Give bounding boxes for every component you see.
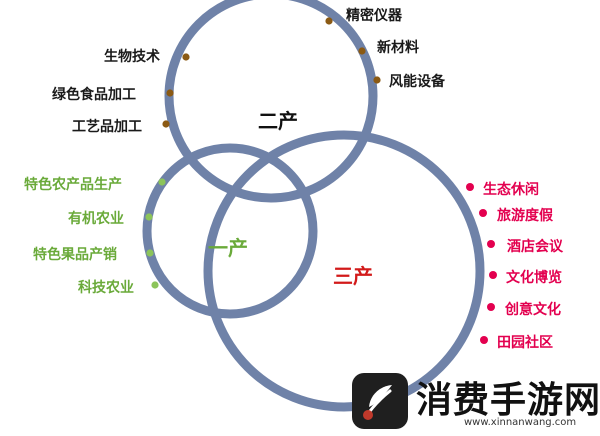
dot-organic: [145, 213, 153, 221]
dot-precision-instruments: [325, 17, 333, 25]
secondary-item: 绿色食品加工: [52, 87, 136, 103]
primary-item: 特色农产品生产: [24, 177, 122, 193]
dot-biotech: [182, 53, 190, 61]
tertiary-industry-label: 三产: [333, 264, 373, 288]
secondary-industry-label: 二产: [258, 109, 298, 133]
tertiary-item: 旅游度假: [497, 208, 553, 224]
secondary-industry-circle: [164, 0, 378, 203]
dot-tech-farming: [151, 281, 159, 289]
secondary-item: 生物技术: [104, 49, 160, 65]
primary-industry-label: 一产: [208, 236, 248, 260]
watermark-site-name: 消费手游网: [416, 379, 600, 421]
leaf-icon: [363, 385, 392, 420]
secondary-item: 精密仪器: [346, 8, 402, 24]
primary-item: 有机农业: [68, 211, 124, 227]
dot-rural-community: [480, 336, 488, 344]
secondary-item: 风能设备: [389, 74, 445, 90]
dot-wind-equipment: [373, 76, 381, 84]
tertiary-item: 文化博览: [506, 270, 562, 286]
primary-item: 科技农业: [78, 280, 134, 296]
secondary-item: 新材料: [377, 40, 419, 56]
dot-specialty-farm: [158, 178, 166, 186]
tertiary-industry-circle: [203, 130, 485, 412]
secondary-item: 工艺品加工: [72, 119, 142, 135]
dot-green-food: [166, 89, 174, 97]
dot-fruit: [146, 249, 154, 257]
watermark-logo: [352, 373, 408, 429]
primary-industry-circle: [142, 143, 318, 319]
tertiary-item: 酒店会议: [507, 239, 563, 255]
dot-crafts: [162, 120, 170, 128]
dot-new-materials: [358, 47, 366, 55]
primary-item: 特色果品产销: [33, 247, 117, 263]
dot-culture-expo: [489, 271, 497, 279]
tertiary-item: 田园社区: [497, 335, 553, 351]
dot-eco-leisure: [466, 183, 474, 191]
site-watermark: 消费手游网 www.xinnanwang.com: [352, 371, 600, 432]
watermark-url: www.xinnanwang.com: [464, 417, 577, 428]
dot-tourism: [479, 209, 487, 217]
tertiary-item: 创意文化: [505, 302, 561, 318]
dot-hotel: [487, 240, 495, 248]
tertiary-item: 生态休闲: [483, 182, 539, 198]
dot-creative: [487, 303, 495, 311]
